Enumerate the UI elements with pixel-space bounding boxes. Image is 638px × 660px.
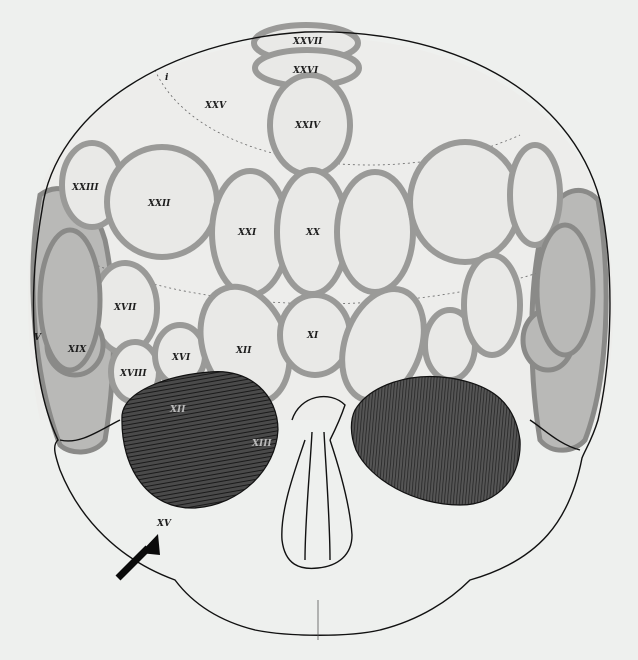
zone-right-a <box>337 172 413 292</box>
label-orbit-xii: XII <box>169 405 186 415</box>
label-xix: XIX <box>67 345 87 355</box>
label-xvii: XVII <box>113 303 137 313</box>
label-xxiv: XXIV <box>294 121 321 131</box>
label-xxii: XXII <box>147 199 171 209</box>
label-xxvii: XXVII <box>292 37 323 47</box>
label-xii: XII <box>235 346 252 356</box>
nasal-aperture <box>282 440 352 568</box>
label-v: V <box>34 333 42 343</box>
zone-right-mid-c <box>464 255 520 355</box>
label-xx: XX <box>305 228 321 238</box>
label-xi: XI <box>306 331 319 341</box>
label-xxi: XXI <box>237 228 257 238</box>
zone-right-b <box>410 142 520 262</box>
zone-right-mid-e <box>537 225 593 355</box>
label-xxiii: XXIII <box>71 183 99 193</box>
right-orbit <box>351 377 520 505</box>
nasal-septum-right <box>324 432 330 560</box>
label-xviii: XVIII <box>119 369 147 379</box>
label-i: i <box>165 73 169 83</box>
label-orbit-xiii: XIII <box>251 439 272 449</box>
label-xvi: XVI <box>171 353 191 363</box>
label-xxv: XXV <box>204 101 227 111</box>
label-xxvi: XXVI <box>292 66 319 76</box>
nasal-septum-left <box>305 432 312 560</box>
label-xv: XV <box>156 519 172 529</box>
